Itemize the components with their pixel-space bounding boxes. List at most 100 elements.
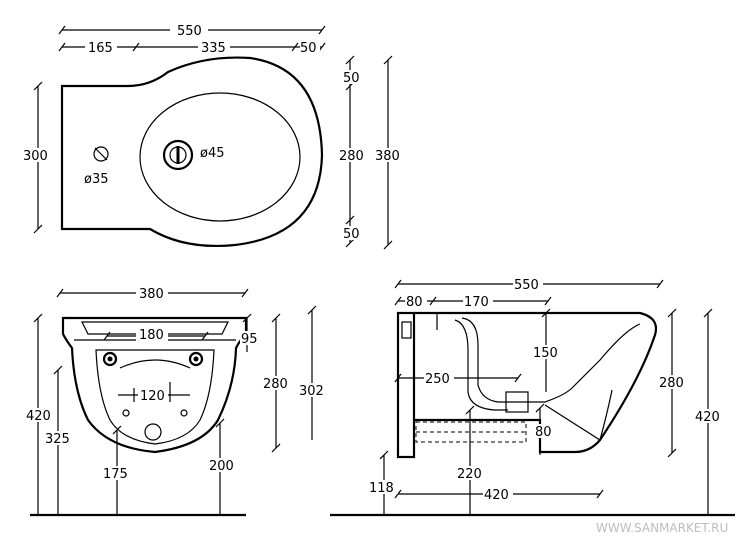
dim-tick [514, 373, 522, 383]
dim-tick [201, 331, 209, 341]
dim-tick [318, 25, 326, 35]
dim-tick [33, 313, 43, 323]
side-bowl-interior-2 [454, 319, 508, 411]
dim-tick [271, 443, 281, 453]
watermark: WWW.SANMARKET.RU [596, 521, 728, 535]
side-view-outline [414, 311, 658, 454]
dim-front-302: 302 [299, 384, 324, 399]
dim-side-150: 150 [533, 346, 558, 361]
dim-front-420: 420 [26, 409, 51, 424]
dim-side-80-top: 80 [406, 295, 423, 310]
dim-tick [394, 373, 402, 383]
dim-tick [383, 240, 393, 250]
faucet-hole-slash [94, 147, 108, 161]
dim-front-325: 325 [45, 432, 70, 447]
dim-tick [667, 308, 677, 318]
dim-side-118: 118 [369, 481, 394, 496]
side-wall-plate [396, 311, 416, 459]
dim-tick [132, 42, 140, 52]
right-bolt-core [193, 356, 199, 362]
dim-front-120: 120 [140, 389, 165, 404]
dim-tick [596, 489, 604, 499]
left-bolt-icon [102, 351, 118, 367]
drain-hole-label: ø45 [200, 146, 225, 161]
dim-top-margin-50-a: 50 [343, 71, 360, 86]
dim-front-95: 95 [241, 332, 258, 347]
right-fixing [180, 409, 188, 417]
top-view: ø45 ø35 550 165 335 50 300 [22, 24, 404, 250]
left-bolt-core [107, 356, 113, 362]
dim-tick [33, 224, 43, 234]
bowl-inner-rim [139, 92, 301, 222]
dim-tick [345, 215, 355, 225]
side-hidden-trap [415, 421, 527, 443]
dim-tick [215, 418, 225, 428]
dim-tick [667, 448, 677, 458]
dim-tick [58, 25, 66, 35]
dim-tick [307, 305, 317, 315]
dim-tick [465, 405, 475, 415]
dim-side-220: 220 [457, 467, 482, 482]
side-drain [505, 391, 529, 413]
front-inner-arch [119, 359, 191, 369]
right-bolt-icon [188, 351, 204, 367]
dim-tick [345, 55, 355, 65]
dim-side-250: 250 [425, 372, 450, 387]
dim-tick [271, 313, 281, 323]
dim-front-175: 175 [103, 467, 128, 482]
dim-tick [394, 279, 402, 289]
dim-front-380: 380 [139, 287, 164, 302]
left-fixing [122, 409, 130, 417]
front-inner-body [95, 349, 215, 445]
drain-hole-outer [162, 139, 194, 171]
dim-top-280: 280 [339, 149, 364, 164]
dim-tick [656, 279, 664, 289]
top-view-outline [60, 56, 324, 248]
dim-tick [291, 42, 299, 52]
dim-front-200: 200 [209, 459, 234, 474]
dim-tick [53, 365, 63, 375]
dim-front-180: 180 [139, 328, 164, 343]
dim-tick [58, 42, 66, 52]
side-wall-slot [401, 321, 412, 339]
dim-tick [544, 296, 552, 306]
dim-tick [379, 450, 389, 460]
dim-side-420-vertical: 420 [695, 410, 720, 425]
dim-tick [429, 296, 437, 306]
side-lower-cavity [544, 389, 613, 441]
dim-tick [112, 425, 122, 435]
front-view-outline [61, 316, 248, 454]
dim-tick [241, 288, 249, 298]
front-view: 180 120 380 95 280 302 420 [25, 285, 328, 517]
dim-tick [541, 308, 551, 318]
dim-side-550: 550 [514, 278, 539, 293]
dim-tick [535, 403, 545, 413]
dim-side-420-horizontal: 420 [484, 488, 509, 503]
side-bowl-interior [461, 317, 641, 403]
faucet-hole-label: ø35 [84, 172, 109, 187]
dim-top-335: 335 [201, 41, 226, 56]
front-rim-top [81, 321, 229, 335]
dim-side-170: 170 [464, 295, 489, 310]
dim-tick [383, 55, 393, 65]
dim-side-80-vertical: 80 [535, 425, 552, 440]
dim-side-280: 280 [659, 376, 684, 391]
dim-top-165: 165 [88, 41, 113, 56]
dim-top-50: 50 [300, 41, 317, 56]
dim-tick [703, 308, 713, 318]
faucet-hole [93, 146, 109, 162]
dim-tick [103, 331, 111, 341]
dim-front-280: 280 [263, 377, 288, 392]
dim-tick [242, 313, 252, 323]
dim-tick [345, 238, 355, 248]
dim-top-margin-50-b: 50 [343, 227, 360, 242]
dim-tick [56, 288, 64, 298]
dim-tick [33, 81, 43, 91]
dim-tick [394, 296, 402, 306]
dim-top-300: 300 [23, 149, 48, 164]
drain-outlet [144, 423, 162, 441]
dim-top-380: 380 [375, 149, 400, 164]
dim-top-550: 550 [177, 24, 202, 39]
side-view: 550 80 170 150 250 80 220 [330, 277, 735, 517]
